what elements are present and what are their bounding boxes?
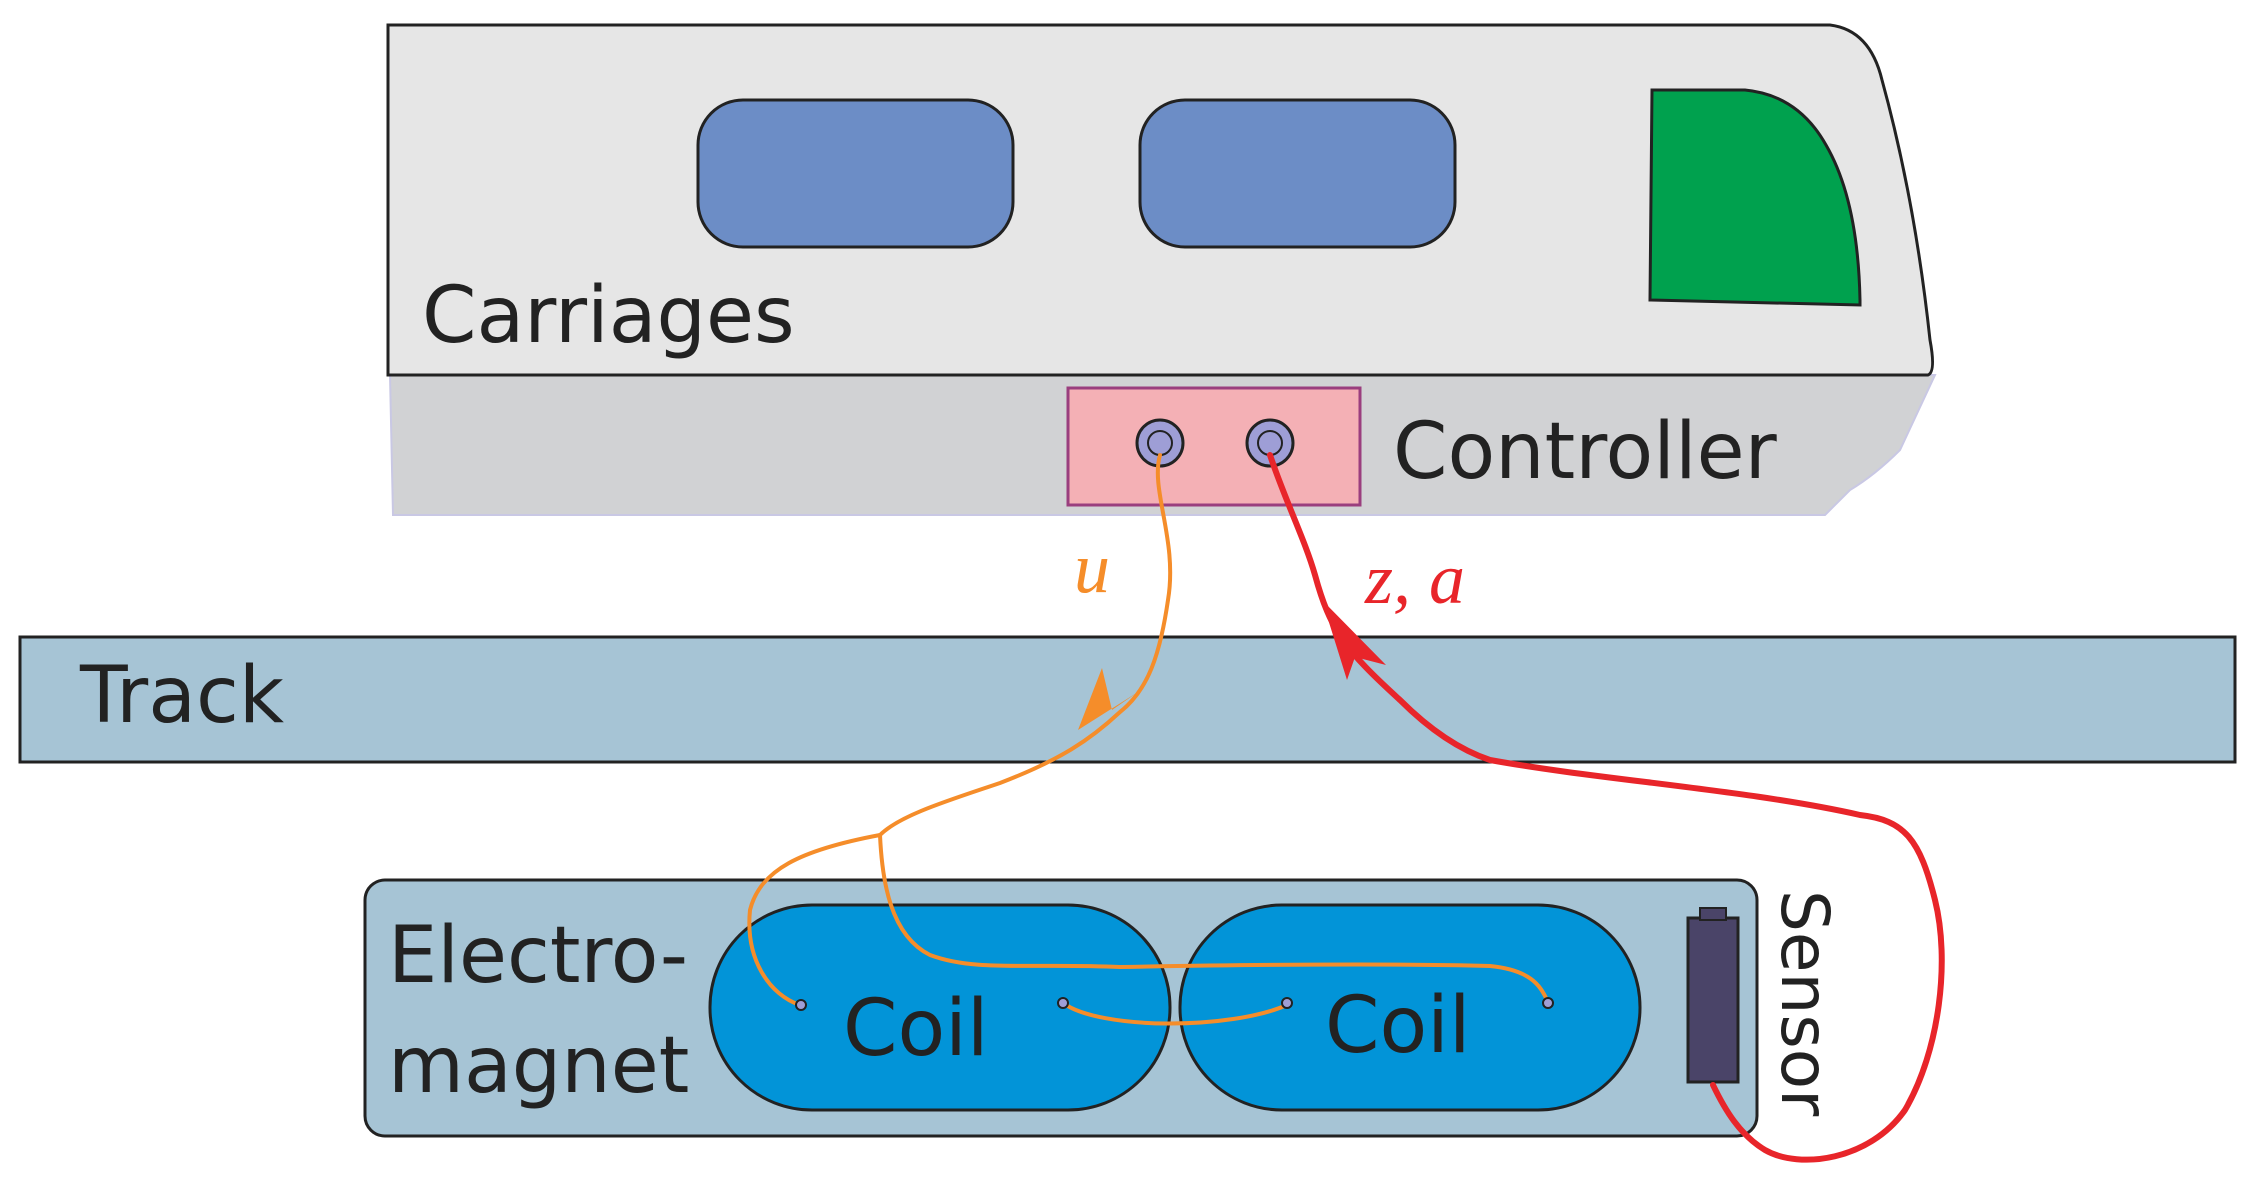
control-signal-arrowhead [1078, 668, 1138, 730]
electromagnet-label-line1: Electro- [388, 911, 688, 1001]
coil-left [708, 903, 1172, 1112]
electromagnet-label-line2: magnet [388, 1021, 689, 1111]
control-signal-label: u [1074, 528, 1110, 608]
passenger-window-right [1138, 98, 1457, 249]
measurement-signal-arrowhead [1322, 600, 1386, 680]
coil-terminals [795, 997, 1554, 1011]
carriages-label: Carriages [422, 271, 795, 361]
controller-box [1066, 386, 1362, 507]
sensor-input-terminal [1245, 418, 1295, 468]
coil-left-label: Coil [843, 984, 989, 1074]
coil-right-label: Coil [1325, 981, 1471, 1071]
measurement-signal-label: z, a [1364, 539, 1465, 619]
passenger-window-left [696, 98, 1015, 249]
sensor-device [1686, 907, 1740, 1084]
control-signal-wire [747, 453, 1549, 1026]
track [18, 635, 2237, 764]
controller-label: Controller [1393, 407, 1778, 497]
cab-window [1648, 88, 1862, 307]
coil-right [1178, 903, 1642, 1112]
sensor-label: Sensor [1766, 890, 1843, 1117]
track-label: Track [79, 651, 284, 741]
